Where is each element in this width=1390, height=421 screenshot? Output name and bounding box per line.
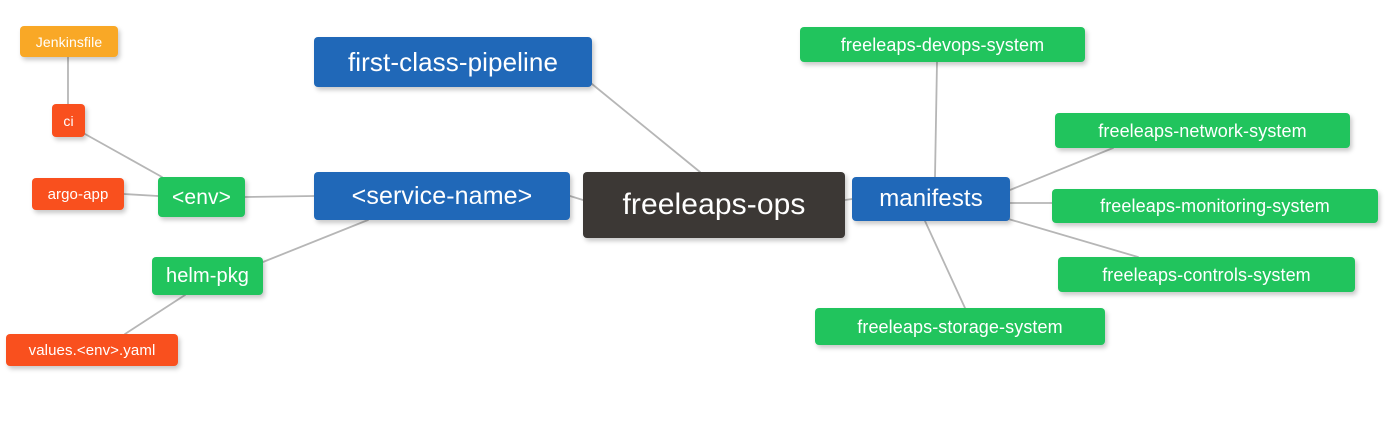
node-label-freeleaps-network-system: freeleaps-network-system xyxy=(1098,120,1307,141)
node-freeleaps-ops[interactable]: freeleaps-ops xyxy=(583,172,845,238)
node-ci[interactable]: ci xyxy=(52,104,85,137)
node-freeleaps-devops-system[interactable]: freeleaps-devops-system xyxy=(800,27,1085,62)
edge-freeleaps-ops-to-manifests xyxy=(844,198,853,201)
edge-helm-pkg-to-values-env-yaml xyxy=(124,294,186,335)
node-values-env-yaml[interactable]: values.<env>.yaml xyxy=(6,334,178,366)
edge-env-to-service-name xyxy=(244,195,315,198)
node-freeleaps-storage-system[interactable]: freeleaps-storage-system xyxy=(815,308,1105,345)
node-argo-app[interactable]: argo-app xyxy=(32,178,124,210)
node-freeleaps-monitoring-system[interactable]: freeleaps-monitoring-system xyxy=(1052,189,1378,223)
node-label-values-env-yaml: values.<env>.yaml xyxy=(28,341,156,359)
edge-argo-app-to-env xyxy=(123,193,159,197)
node-helm-pkg[interactable]: helm-pkg xyxy=(152,257,263,295)
node-label-jenkinsfile: Jenkinsfile xyxy=(35,33,103,50)
edge-manifests-to-freeleaps-network-system xyxy=(1009,147,1114,191)
node-label-env: <env> xyxy=(172,185,231,209)
edge-manifests-to-freeleaps-storage-system xyxy=(924,220,966,309)
edge-ci-to-env xyxy=(84,133,163,178)
node-jenkinsfile[interactable]: Jenkinsfile xyxy=(20,26,118,57)
node-label-freeleaps-devops-system: freeleaps-devops-system xyxy=(840,34,1045,55)
node-label-helm-pkg: helm-pkg xyxy=(165,265,250,287)
node-service-name[interactable]: <service-name> xyxy=(314,172,570,220)
edge-first-class-pipeline-to-freeleaps-ops xyxy=(591,83,701,173)
edge-service-name-to-helm-pkg xyxy=(262,219,369,263)
edge-manifests-to-freeleaps-controls-system xyxy=(1004,217,1139,258)
node-manifests[interactable]: manifests xyxy=(852,177,1010,221)
node-label-first-class-pipeline: first-class-pipeline xyxy=(347,47,559,77)
edge-service-name-to-freeleaps-ops xyxy=(569,195,584,201)
node-first-class-pipeline[interactable]: first-class-pipeline xyxy=(314,37,592,87)
node-label-freeleaps-storage-system: freeleaps-storage-system xyxy=(857,316,1063,337)
node-label-ci: ci xyxy=(63,112,74,129)
node-label-freeleaps-ops: freeleaps-ops xyxy=(622,188,806,221)
node-label-service-name: <service-name> xyxy=(351,181,533,210)
node-freeleaps-controls-system[interactable]: freeleaps-controls-system xyxy=(1058,257,1355,292)
node-label-freeleaps-monitoring-system: freeleaps-monitoring-system xyxy=(1100,196,1330,216)
node-label-argo-app: argo-app xyxy=(47,185,109,203)
node-label-manifests: manifests xyxy=(879,185,983,212)
edge-manifests-to-freeleaps-devops-system xyxy=(934,61,938,178)
node-env[interactable]: <env> xyxy=(158,177,245,217)
node-label-freeleaps-controls-system: freeleaps-controls-system xyxy=(1102,264,1311,285)
node-freeleaps-network-system[interactable]: freeleaps-network-system xyxy=(1055,113,1350,148)
